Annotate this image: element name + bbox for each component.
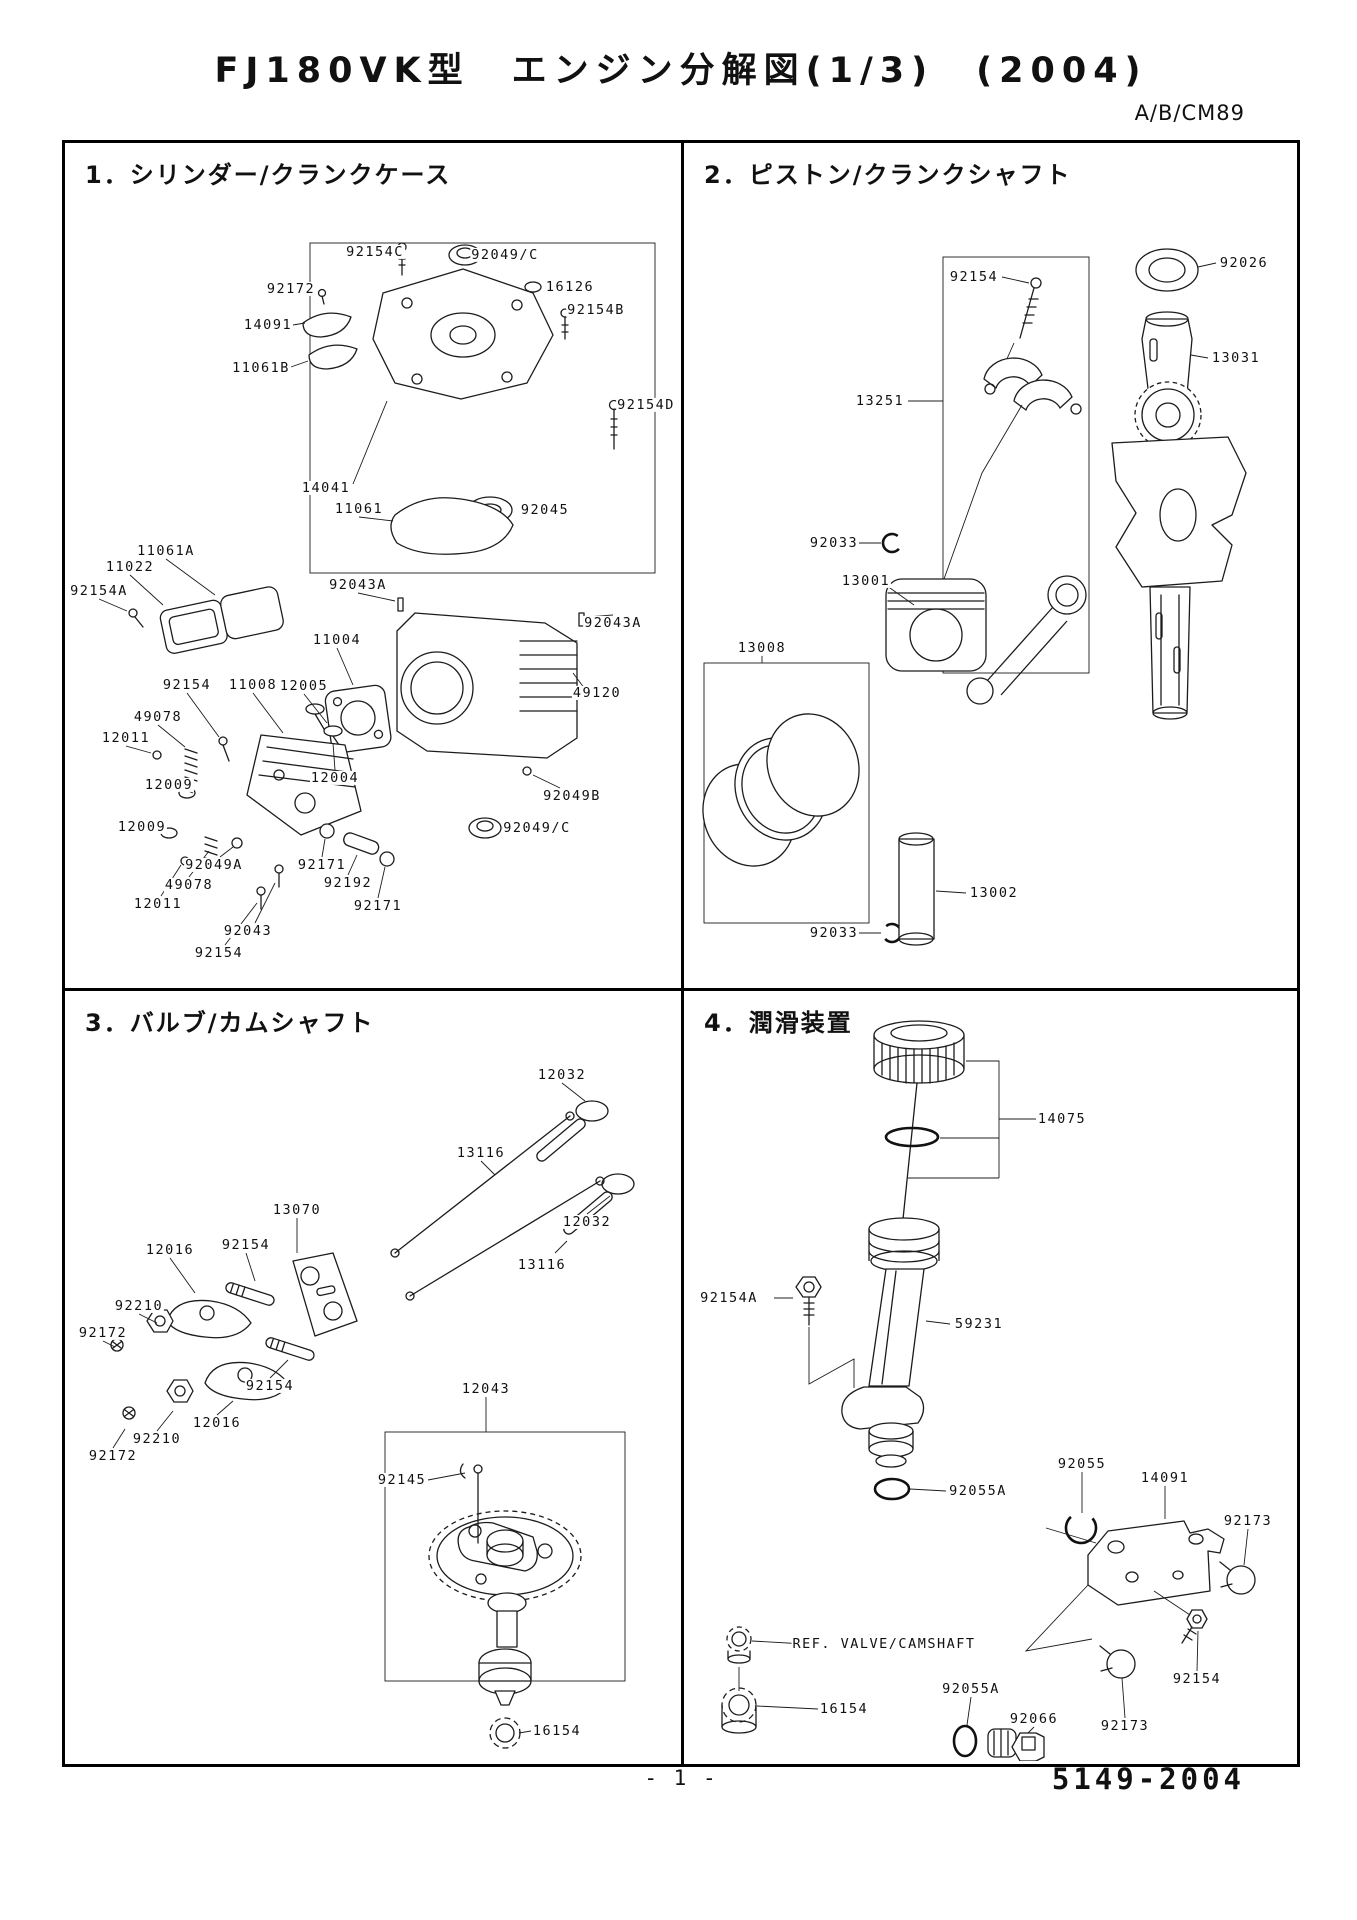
part-label: 92173 [1099, 1717, 1151, 1734]
part-label: 16154 [818, 1700, 870, 1717]
part-label: 12009 [116, 818, 168, 835]
part-label: 92049B [542, 787, 602, 804]
part-label: 11061B [231, 359, 291, 376]
part-label: 12032 [536, 1066, 588, 1083]
part-label: 13002 [968, 884, 1020, 901]
part-label: 92210 [113, 1297, 165, 1314]
label-layer: 12032 13116 12032 13070 13116 12016 92154 92210… [65, 991, 681, 1764]
part-label: 14091 [242, 316, 294, 333]
part-label: 92154 [220, 1236, 272, 1253]
part-label: 16154 [531, 1722, 583, 1739]
page-number: - 1 - [644, 1766, 718, 1790]
part-label: 92171 [352, 897, 404, 914]
part-label: 92172 [265, 280, 317, 297]
part-label: 92154C [345, 243, 405, 260]
section-heading: 2．ピストン/クランクシャフト [704, 155, 1078, 190]
part-label: 92172 [77, 1324, 129, 1341]
part-label: 11022 [104, 558, 156, 575]
part-label: 92154 [193, 944, 245, 961]
section-heading: 4．潤滑装置 [704, 1003, 859, 1038]
part-label: 92049/C [470, 246, 540, 263]
part-label: 12009 [143, 776, 195, 793]
part-label: 92154 [161, 676, 213, 693]
part-label: 12011 [100, 729, 152, 746]
part-label: 92145 [376, 1471, 428, 1488]
part-label: 12011 [132, 895, 184, 912]
piston-crankshaft-diagram [702, 248, 1247, 946]
part-label: 92043A [583, 614, 643, 631]
part-label: 92033 [808, 534, 860, 551]
part-label: 49078 [132, 708, 184, 725]
part-label: 92049A [184, 856, 244, 873]
part-label: 49120 [571, 684, 623, 701]
part-label: 92049/C [502, 819, 572, 836]
part-label: 92154A [69, 582, 129, 599]
part-label: 11061 [333, 500, 385, 517]
part-label: 13001 [840, 572, 892, 589]
part-label: 92045 [519, 501, 571, 518]
part-label: 92154 [948, 268, 1000, 285]
label-layer: 92154C 92049/C 92172 16126 14091 92154B 11061B… [65, 143, 681, 988]
part-label: 14041 [300, 479, 352, 496]
part-label: 49078 [163, 876, 215, 893]
label-layer: 14075 92154A 59231 92055A 92055 14091 92173 921… [684, 991, 1297, 1764]
part-label: 92154D [616, 396, 676, 413]
doc-number: 5149-2004 [1051, 1762, 1245, 1796]
part-label: 13008 [736, 639, 788, 656]
section-heading: 3．バルブ/カムシャフト [85, 1003, 381, 1038]
part-label: 92043 [222, 922, 274, 939]
part-label: 92055 [1056, 1455, 1108, 1472]
part-label: 11061A [136, 542, 196, 559]
doc-code: A/B/CM89 [1134, 101, 1245, 125]
part-label: 13116 [455, 1144, 507, 1161]
part-label: 14091 [1139, 1469, 1191, 1486]
part-label: 16126 [544, 278, 596, 295]
part-label: 13031 [1210, 349, 1262, 366]
part-label: 92154A [699, 1289, 759, 1306]
part-label: 92033 [808, 924, 860, 941]
part-label: 92154B [566, 301, 626, 318]
part-label: REF. VALVE/CAMSHAFT [791, 1635, 977, 1652]
part-label: 92154 [1171, 1670, 1223, 1687]
part-label: 92154 [244, 1377, 296, 1394]
panel-cylinder-crankcase: 1．シリンダー/クランクケース [65, 143, 684, 991]
part-label: 13070 [271, 1201, 323, 1218]
part-label: 92172 [87, 1447, 139, 1464]
part-label: 12004 [309, 769, 361, 786]
part-label: 92192 [322, 874, 374, 891]
part-label: 92173 [1222, 1512, 1274, 1529]
part-label: 11004 [311, 631, 363, 648]
diagram-grid: 1．シリンダー/クランクケース [62, 140, 1300, 1767]
label-layer: 92154 92026 13031 13251 92033 13001 13008 13002… [684, 143, 1297, 988]
page-title: FJ180VK型 エンジン分解図(1/3) (2004) [214, 51, 1148, 91]
part-label: 12016 [144, 1241, 196, 1258]
part-label: 14075 [1036, 1110, 1088, 1127]
part-label: 92043A [328, 576, 388, 593]
cylinder-crankcase-diagram [98, 242, 656, 946]
panel-lubrication: 4．潤滑装置 [684, 991, 1297, 1764]
lubrication-diagram [721, 1020, 1256, 1761]
part-label: 12005 [278, 677, 330, 694]
panel-valve-camshaft: 3．バルブ/カムシャフト [65, 991, 684, 1764]
section-heading: 1．シリンダー/クランクケース [85, 155, 458, 190]
part-label: 92055A [948, 1482, 1008, 1499]
part-label: 13116 [516, 1256, 568, 1273]
part-label: 92210 [131, 1430, 183, 1447]
part-label: 12016 [191, 1414, 243, 1431]
part-label: 92055A [941, 1680, 1001, 1697]
part-label: 92066 [1008, 1710, 1060, 1727]
part-label: 12043 [460, 1380, 512, 1397]
part-label: 92171 [296, 856, 348, 873]
part-label: 11008 [227, 676, 279, 693]
part-label: 13251 [854, 392, 906, 409]
part-label: 59231 [953, 1315, 1005, 1332]
part-label: 12032 [561, 1213, 613, 1230]
panel-piston-crankshaft: 2．ピストン/クランクシャフト [684, 143, 1297, 991]
part-label: 92026 [1218, 254, 1270, 271]
